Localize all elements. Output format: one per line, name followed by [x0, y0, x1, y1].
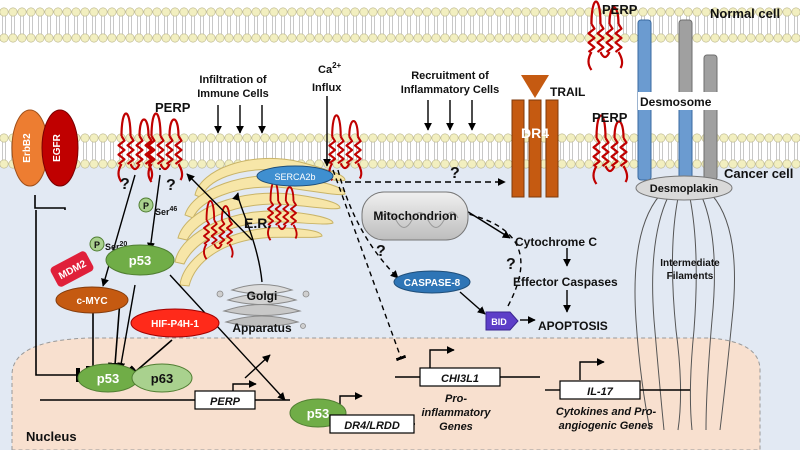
desmosome-label-bg	[638, 92, 730, 110]
il17-gene-box	[559, 380, 641, 400]
perp-gene-label: PERP	[210, 396, 241, 408]
perp-protein-top	[587, 0, 624, 71]
dr4-receptor	[511, 99, 559, 198]
golgi-apparatus	[216, 284, 310, 329]
phospho-ser46-p: P	[143, 201, 149, 211]
infiltration-label-2: Immune Cells	[197, 88, 269, 100]
p63-nuclear	[131, 363, 193, 393]
trail-label: TRAIL	[550, 85, 585, 99]
cytokines-label-1: Cytokines and Pro-	[556, 406, 657, 418]
phospho-ser20	[89, 236, 105, 252]
dr4-label: DR4	[521, 125, 549, 141]
calcium-superscript: 2+	[332, 61, 341, 70]
cytochrome-c-label: Cytochrome C	[515, 235, 597, 249]
recruitment-label-2: Inflammatory Cells	[401, 84, 499, 96]
ser46-label: Ser46	[155, 206, 177, 217]
cancer-cell-label: Cancer cell	[724, 166, 793, 181]
egfr-receptor	[41, 109, 79, 187]
c-myc-label: c-MYC	[76, 296, 107, 307]
caspase-8	[393, 270, 471, 294]
perp-proteins	[117, 0, 629, 260]
mitochondrion	[361, 191, 469, 241]
plasma-membrane-top	[0, 7, 800, 43]
question-mark-4: ?	[376, 243, 386, 260]
dr4-gene-label: DR4/LRDD	[344, 420, 400, 432]
perp-protein-left-2	[147, 112, 184, 183]
perp-label-top: PERP	[602, 2, 638, 17]
mdm2	[50, 251, 94, 287]
question-mark-5: ?	[506, 256, 516, 273]
apoptosis-label: APOPTOSIS	[538, 319, 608, 333]
bid-label: BID	[491, 317, 507, 327]
perp-protein-right	[592, 114, 629, 185]
golgi-label-2: Apparatus	[232, 321, 292, 335]
p53-dr4-label: p53	[307, 406, 329, 421]
perp-label-left: PERP	[155, 100, 191, 115]
perp-label-right: PERP	[592, 110, 628, 125]
question-mark-1: ?	[120, 176, 130, 193]
recruitment-label-1: Recruitment of	[411, 70, 489, 82]
question-mark-3: ?	[450, 165, 460, 182]
bid	[485, 311, 519, 331]
desmoplakin	[635, 175, 733, 201]
desmoplakin-label: Desmoplakin	[650, 183, 719, 195]
hif-p4h-1	[130, 308, 220, 338]
p53-cytoplasmic	[105, 244, 175, 276]
normal-cell-label: Normal cell	[710, 6, 780, 21]
pro-inflammatory-label-2: inflammatory	[421, 407, 491, 419]
question-mark-2: ?	[166, 177, 176, 194]
intermediate-filaments	[634, 194, 735, 431]
c-myc	[55, 286, 129, 314]
arrows	[34, 96, 605, 410]
p63-label: p63	[151, 371, 173, 386]
er-label: E.R.	[244, 215, 271, 231]
phospho-ser46	[138, 197, 154, 213]
dr4-gene-box	[329, 414, 415, 434]
influx-label: Influx	[312, 82, 342, 94]
intermediate-filaments-label-2: Filaments	[667, 271, 714, 282]
infiltration-label-1: Infiltration of	[199, 74, 267, 86]
nucleus-label: Nucleus	[26, 429, 77, 444]
desmosome-label: Desmosome	[640, 95, 712, 109]
chi3l1-gene-box	[419, 367, 501, 387]
serca2b	[256, 165, 334, 187]
egfr-label: EGFR	[52, 133, 63, 162]
intermediate-filaments-label-1: Intermediate	[660, 258, 720, 269]
il17-gene-label: IL-17	[587, 386, 614, 398]
ser46-base: Ser	[155, 207, 170, 217]
perp-protein-er-2	[267, 181, 298, 241]
phospho-ser20-p: P	[94, 240, 100, 250]
ser20-label: Ser20	[105, 241, 127, 252]
cytokines-label-2: angiogenic Genes	[559, 420, 654, 432]
pro-inflammatory-label-3: Genes	[439, 421, 473, 433]
mitochondrion-label: Mitochondrion	[373, 209, 456, 223]
p53-nuclear-label: p53	[97, 371, 119, 386]
ser46-sup: 46	[170, 206, 178, 213]
chi3l1-gene-label: CHI3L1	[441, 373, 479, 385]
golgi-label-1: Golgi	[247, 289, 278, 303]
serca2b-label: SERCA2b	[274, 172, 315, 182]
perp-protein-left	[117, 112, 154, 183]
ser20-sup: 20	[120, 241, 128, 248]
nucleus	[11, 337, 761, 450]
pro-inflammatory-label-1: Pro-	[445, 393, 467, 405]
effector-caspases-label: Effector Caspases	[513, 275, 618, 289]
trail-ligand	[521, 75, 549, 98]
p53-main-label: p53	[129, 253, 151, 268]
hif-p4h-1-label: HIF-P4H-1	[151, 319, 199, 330]
erbb2-label: ErbB2	[22, 133, 33, 163]
caspase-8-label: CASPASE-8	[404, 278, 461, 289]
calcium-label: Ca2+	[318, 61, 342, 76]
ser20-base: Ser	[105, 242, 120, 252]
calcium-base: Ca	[318, 64, 333, 76]
perp-gene-box	[194, 390, 256, 410]
